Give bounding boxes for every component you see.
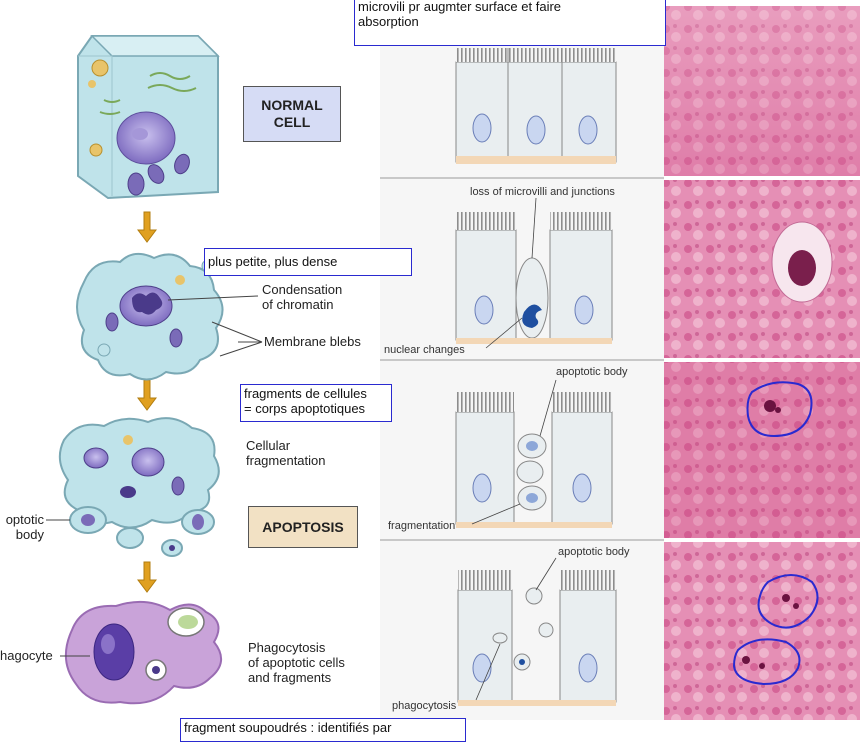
condensing-cell-drawing <box>76 252 263 381</box>
apoptosis-box: APOPTOSIS <box>248 506 358 548</box>
phagocyte-label: hagocyte <box>0 648 53 663</box>
cellular-fragmentation-label: Cellular fragmentation <box>246 438 326 468</box>
annotation-smaller-denser: plus petite, plus dense <box>204 248 412 276</box>
condensation-label: Condensation of chromatin <box>262 282 343 312</box>
loss-of-microvilli-label: loss of microvilli and junctions <box>470 186 615 198</box>
epithelium-panels <box>380 0 664 720</box>
flow-arrows <box>137 211 157 593</box>
apoptotic-body-panel-label-2: apoptotic body <box>558 546 630 558</box>
phagocytosis-label: Phagocytosis of apoptotic cells and frag… <box>248 640 345 685</box>
nuclear-changes-label: nuclear changes <box>384 344 465 356</box>
histology-micrographs <box>664 6 860 720</box>
handdrawn-circles <box>732 381 819 686</box>
annotation-fragments-bottom: fragment soupoudrés : identifiés par <box>180 718 466 742</box>
apoptotic-body-panel-label: apoptotic body <box>556 366 628 378</box>
fragmenting-cell-drawing <box>46 417 220 557</box>
membrane-blebs-label: Membrane blebs <box>264 334 361 349</box>
annotation-apoptotic-fragments: fragments de cellules = corps apoptotiqu… <box>240 384 392 422</box>
normal-cell-drawing <box>77 35 220 200</box>
phagocyte-drawing <box>60 600 222 705</box>
annotation-microvilli: microvili pr augmter surface et faire ab… <box>354 0 666 46</box>
fragmentation-panel-label: fragmentation <box>388 520 456 532</box>
apoptotic-body-label: optotic body <box>5 512 44 542</box>
normal-cell-box: NORMAL CELL <box>243 86 341 142</box>
phagocytosis-panel-label: phagocytosis <box>392 700 457 712</box>
